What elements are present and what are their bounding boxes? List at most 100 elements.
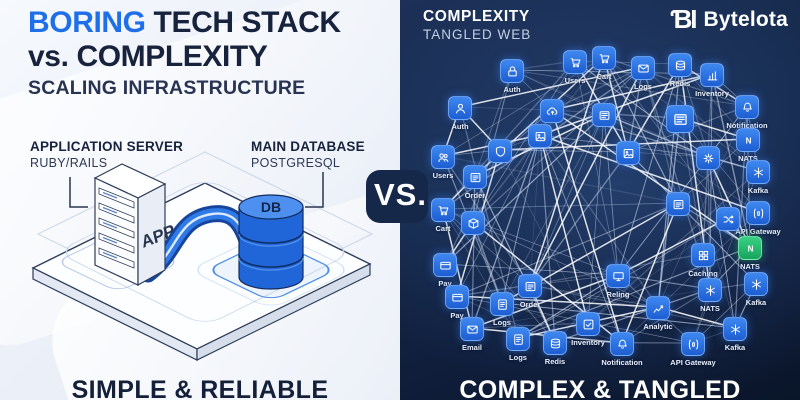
pay-icon [445,285,469,309]
title-line-2: vs. COMPLEXITY [28,39,268,73]
kafka-icon [746,160,770,184]
service-node-label: Analytic [643,322,673,331]
service-node: NATS [680,278,740,313]
cart-icon [563,50,587,74]
order-icon [518,274,542,298]
shuffle-icon [716,207,740,231]
service-node-label: Cart [596,72,612,81]
service-node-label: Users [564,76,586,85]
service-node: N NATS [718,128,778,163]
vs-tab [366,170,428,223]
kafka-icon [723,317,747,341]
analytics-icon [646,296,670,320]
user-icon [448,96,472,120]
service-node: Logs [613,56,673,91]
main-database-cylinder: DB [238,194,304,290]
service-node-label: Email [461,343,482,352]
svg-text:N: N [747,244,753,253]
redis-icon [668,53,692,77]
service-node: Logs [488,327,548,362]
service-node: Reling [588,264,648,299]
svg-text:N: N [745,136,751,145]
service-node: Kafka [705,317,765,352]
cart-icon [431,198,455,222]
app-server-callout-title: APPLICATION SERVER [30,139,184,154]
chart-icon [700,63,724,87]
service-node-label: NATS [700,304,720,313]
service-node-label: Auth [503,85,521,94]
app-server-tower: APP [93,163,177,287]
cloud-icon [540,99,564,123]
right-header-title: COMPLEXITY [423,8,530,25]
page-title: BORING TECH STACK vs. COMPLEXITY SCALING… [28,6,341,100]
app-server-callout: APPLICATION SERVER RUBY/RAILS [30,139,183,172]
service-node: N NATS [720,236,780,271]
service-node: Auth [430,96,490,131]
box-icon [461,211,485,235]
service-node-label: NATS [738,154,758,163]
service-node-label: Logs [634,82,652,91]
mail-icon [460,317,484,341]
redis-icon [543,331,567,355]
service-node-label: Auth [451,122,469,131]
bytelota-logo: ƁI Bytelota [671,4,788,35]
check-icon [576,312,600,336]
service-node [698,207,758,231]
mail-icon [631,56,655,80]
bytelota-logo-name: Bytelota [703,7,788,31]
service-node [648,192,708,216]
kafka-icon [698,278,722,302]
service-node: Auth [482,59,542,94]
pay-icon [433,253,457,277]
service-node: Redis [525,331,585,366]
hub-icon [666,105,694,133]
bytelota-logo-mark: ƁI [670,4,698,34]
service-node-label: Caching [688,269,718,278]
db-callout-bracket [305,172,324,208]
grid-icon [691,243,715,267]
service-node-label: NATS [740,262,760,271]
image-icon [528,124,552,148]
service-node: Users [545,50,605,85]
logs-icon [506,327,530,351]
service-node-label: Order [519,300,541,309]
service-node: API Gateway [663,332,723,367]
order-icon [463,165,487,189]
service-node: Kafka [728,160,788,195]
kafka-icon [744,272,768,296]
main-database-callout-subtitle: POSTGRESQL [251,155,341,170]
service-node [598,141,658,165]
app-server-callout-subtitle: RUBY/RAILS [30,155,108,170]
service-node [650,105,710,133]
service-node: Caching [673,243,733,278]
service-node-label: Order [464,191,486,200]
vs-label: VS. [374,177,427,212]
monitor-icon [606,264,630,288]
service-node-label: Notification [726,121,768,130]
service-node [510,124,570,148]
nats-icon: N [736,128,760,152]
service-node: Users [413,145,473,180]
order-icon [666,192,690,216]
left-caption: SIMPLE & RELIABLE [71,376,329,400]
right-caption: COMPLEX & TANGLED [459,376,741,400]
main-database-callout-title: MAIN DATABASE [251,139,365,154]
shield-icon [488,139,512,163]
service-node: Redis [650,53,710,88]
service-node: Order [500,274,560,309]
service-node [522,99,582,123]
boring-stack-panel: BORING TECH STACK vs. COMPLEXITY SCALING… [0,0,400,400]
service-node-label: Inventory [695,89,729,98]
service-node-label: Inventory [571,338,605,347]
service-node: Logs [472,292,532,327]
title-line-1: BORING TECH STACK [28,6,341,39]
lock-icon [500,59,524,83]
service-node: API Gateway [728,201,788,236]
hub-icon [592,103,616,127]
service-node-label: Logs [493,318,511,327]
service-node [470,139,530,163]
simple-stack-illustration: APP DB [31,151,374,361]
service-node: Pay [427,285,487,320]
